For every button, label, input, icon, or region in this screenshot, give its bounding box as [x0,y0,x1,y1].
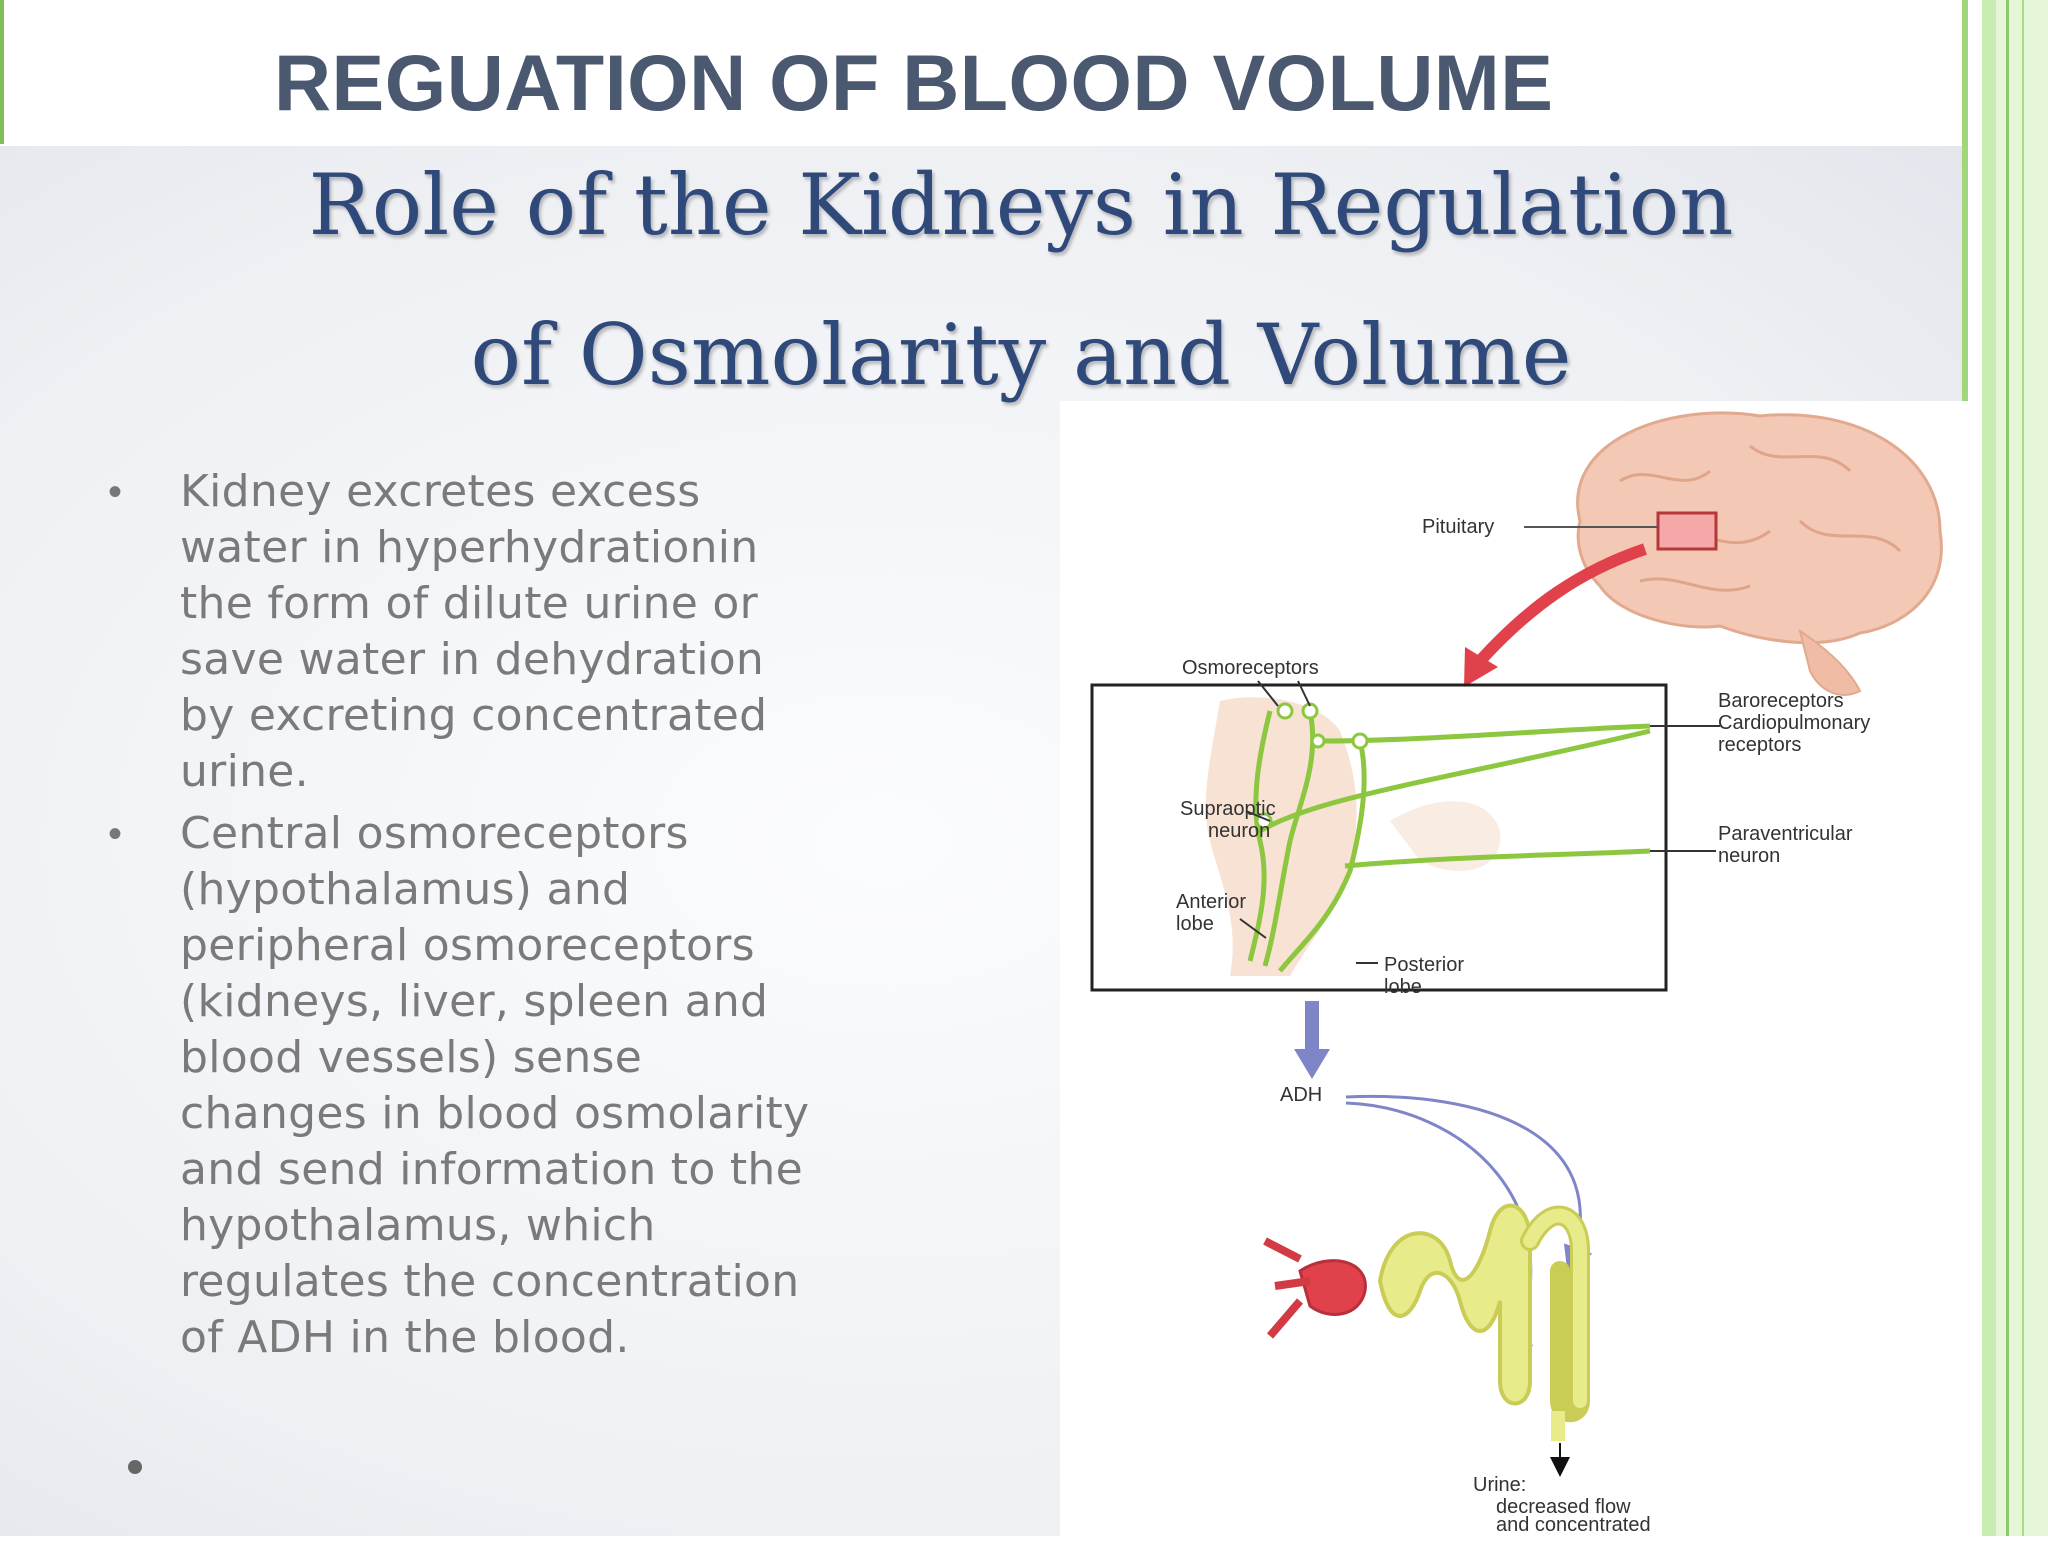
tissue-shape [1390,801,1501,871]
bullet-text: Kidney excretes excess water in hyperhyd… [180,464,1000,800]
leader-line [1297,680,1311,707]
bullet-line: (kidneys, liver, spleen and [180,976,769,1027]
red-arrowhead [1464,647,1498,687]
border-stripe [2006,0,2009,1536]
bullet-line: peripheral osmoreceptors [180,920,755,971]
bullet-line: blood vessels) sense [180,1032,643,1083]
border-stripe [2022,0,2024,1536]
stray-bullet-dot [128,1460,142,1474]
pituitary-box [1656,511,1718,551]
red-arrow [1475,543,1647,666]
adh-regulation-diagram: Pituitary [1060,401,1978,1536]
collecting-duct-fill [1523,1208,1587,1408]
label-posterior: Posterior [1384,954,1464,976]
label-anterior: Anterior [1176,891,1246,913]
bullet-line: save water in dehydration [180,634,765,685]
bullet-line: changes in blood osmolarity [180,1088,810,1139]
bullet-line: and send information to the [180,1144,803,1195]
collecting-duct [1520,1205,1590,1423]
slide-header: REGUATION OF BLOOD VOLUME [0,0,1964,144]
label-supraoptic-neuron: neuron [1208,820,1270,842]
bullet-text: Central osmoreceptors (hypothalamus) and… [180,806,1000,1366]
label-urine: Urine: [1473,1474,1526,1496]
slide-title-line-2: of Osmolarity and Volume [470,306,1572,404]
border-stripe [1982,0,1996,1536]
bullet-marker: • [108,470,123,514]
bullet-line: water in hyperhydrationin [180,522,759,573]
bullet-line: Central osmoreceptors [180,808,689,859]
adh-release-arrowhead [1294,1049,1330,1079]
neuron-fibers [1247,710,1651,973]
leader-line [1239,918,1267,939]
leader-line [1245,810,1271,822]
nephron-tubule [1377,1203,1532,1406]
bullet-line: by excreting concentrated [180,690,768,741]
embedded-slide-image: Role of the Kidneys in Regulation of Osm… [0,146,1978,1536]
label-receptors: receptors [1718,734,1801,756]
label-osmoreceptors: Osmoreceptors [1182,657,1319,679]
bullet-line: of ADH in the blood. [180,1312,630,1363]
neuron-nodes [1255,702,1369,830]
label-posterior-lobe: lobe [1384,976,1422,998]
right-decorative-border [1962,0,2048,1536]
bullet-line: (hypothalamus) and [180,864,631,915]
bullet-line: the form of dilute urine or [180,578,758,629]
hypothalamus-box [1090,683,1668,992]
label-supraoptic: Supraoptic [1180,798,1276,820]
pituitary-tissue [1205,697,1357,976]
label-baroreceptors: Baroreceptors [1718,690,1844,712]
bullet-marker: • [108,812,123,856]
bullet-line: hypothalamus, which [180,1200,656,1251]
diagram-svg: Pituitary [1090,411,1943,1536]
adh-arrow-curve [1345,1094,1593,1277]
label-anterior-lobe: lobe [1176,913,1214,935]
bullet-item: • Central osmoreceptors (hypothalamus) a… [100,806,1000,1366]
brain-illustration [1576,411,1943,696]
label-cardiopulmonary: Cardiopulmonary [1718,712,1870,734]
glomerular-vessels [1263,1237,1311,1339]
label-paraventricular: Paraventricular [1718,823,1853,845]
header-left-rule [0,0,18,144]
label-adh: ADH [1280,1084,1322,1106]
leader-line [1257,680,1279,707]
slide-title-line-1: Role of the Kidneys in Regulation [308,156,1734,254]
header-title: REGUATION OF BLOOD VOLUME [274,38,1554,127]
bullet-line: urine. [180,746,309,797]
bullet-item: • Kidney excretes excess water in hyperh… [100,464,1000,800]
label-paraventricular-neuron: neuron [1718,845,1780,867]
label-urine-flow: decreased flow [1496,1496,1631,1518]
bullet-line: regulates the concentration [180,1256,800,1307]
bullet-list: • Kidney excretes excess water in hyperh… [100,464,1000,1372]
glomerulus [1298,1259,1367,1316]
label-urine-concentrated: and concentrated [1496,1514,1651,1536]
label-pituitary: Pituitary [1422,516,1494,538]
bullet-line: Kidney excretes excess [180,466,701,517]
